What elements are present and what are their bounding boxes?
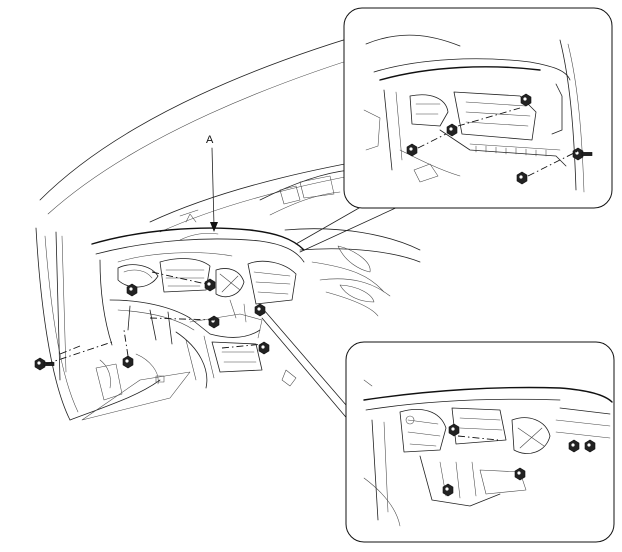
hex-bolt-icon (442, 483, 454, 497)
hex-bolt-icon (406, 143, 418, 157)
hex-bolt-icon (126, 283, 138, 297)
inset-bottom-detail (345, 341, 615, 543)
hex-bolt-icon (122, 355, 134, 369)
hex-bolt-icon (584, 439, 596, 453)
installation-lines-main (45, 271, 265, 365)
inset-top-detail (343, 7, 613, 209)
hex-bolt-icon (254, 303, 266, 317)
callout-a: A (206, 134, 218, 232)
hex-bolt-icon (446, 123, 458, 137)
hex-bolt-icon (514, 467, 526, 481)
car-body-outline (35, 17, 431, 421)
callout-label-a: A (206, 134, 214, 146)
hex-bolt-icon (448, 423, 460, 437)
hex-bolt-icon (208, 315, 220, 329)
hex-bolt-icon (258, 341, 270, 355)
hex-bolt-icon (204, 278, 216, 292)
door-panel (284, 228, 421, 317)
hex-bolt-icon (516, 171, 528, 185)
hex-bolt-icon (568, 439, 580, 453)
hex-bolt-icon (520, 93, 532, 107)
